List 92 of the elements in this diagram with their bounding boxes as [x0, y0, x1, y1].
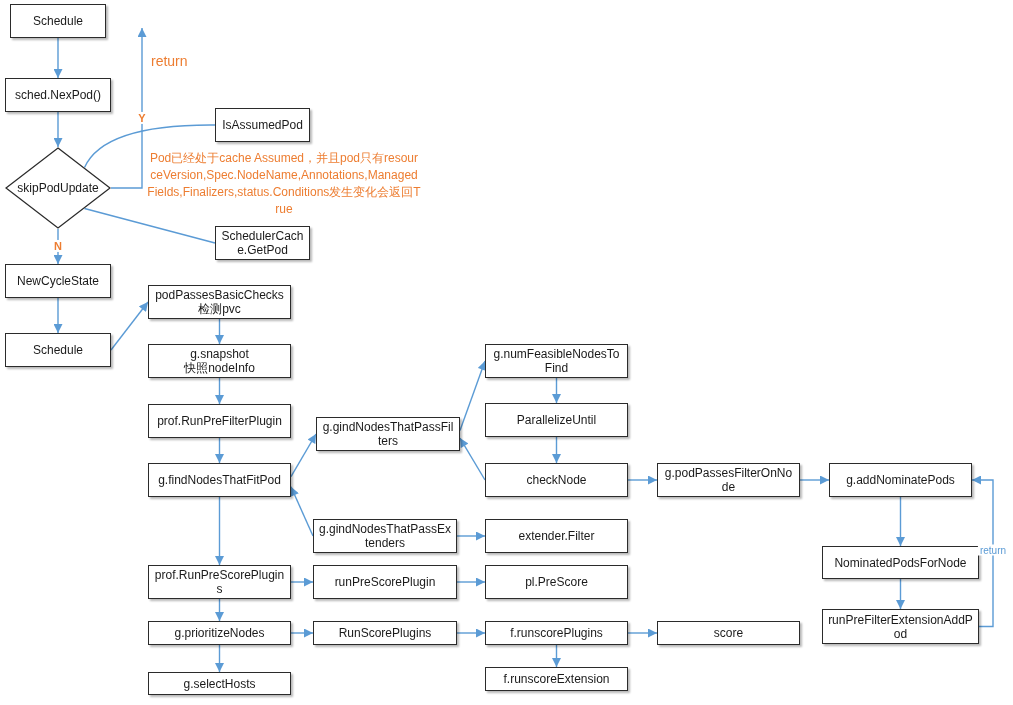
arrow [456, 577, 486, 587]
arrow [215, 318, 224, 345]
process-box [485, 667, 628, 691]
step-label: g.findNodesThatFitPod [158, 473, 281, 487]
edge-label: return [977, 544, 1009, 556]
step-label: g.gindNodesThatPassFilters [321, 420, 455, 448]
step-label: runPreFilterExtensionAddPod [827, 612, 974, 641]
arrow [799, 475, 830, 485]
step-note: 快照nodeInfo [184, 361, 255, 375]
step-label: Schedule [32, 14, 83, 28]
process-box [485, 621, 628, 645]
arrow [456, 628, 486, 638]
process-box [148, 285, 291, 319]
step-label: g.numFeasibleNodesToFind [492, 347, 621, 375]
process-box [485, 463, 628, 497]
step-label: IsAssumedPod [222, 118, 303, 132]
arrow [459, 437, 486, 481]
step-label: g.snapshot [190, 347, 249, 361]
arrow [215, 598, 224, 622]
step-label: sched.NexPod() [14, 88, 101, 102]
step-label: f.runscorePlugins [510, 626, 603, 640]
annotation-text: Pod已经处于cache Assumed，并且pod只有resourceVersion,Spec.NodeName,Annotations,ManagedFields,Finalizers,status.Conditions发生变化会返回True [147, 150, 421, 218]
arrow [896, 578, 905, 610]
arrow [110, 301, 149, 351]
arrow [552, 436, 561, 464]
process-box [5, 333, 111, 367]
process-box [485, 403, 628, 437]
arrow [456, 531, 486, 541]
step-label: podPassesBasicChecks [155, 288, 284, 302]
process-box [657, 463, 800, 497]
process-box [5, 78, 111, 112]
process-box [148, 672, 291, 695]
step-label: checkNode [526, 473, 587, 487]
process-box [822, 546, 979, 579]
arrow [627, 628, 658, 638]
step-label: SchedulerCache.GetPod [220, 229, 305, 257]
step-label: prof.RunPreFilterPlugin [157, 414, 282, 428]
arrow [53, 37, 63, 79]
arrow [290, 577, 314, 587]
arrow [215, 437, 224, 464]
step-label: RunScorePlugins [338, 626, 432, 640]
process-box [148, 463, 291, 497]
step-label: extender.Filter [518, 529, 595, 543]
arrow [627, 475, 658, 485]
process-box [148, 621, 291, 645]
edge-label: Y [136, 111, 148, 125]
arrow [896, 496, 905, 547]
arrow [53, 111, 63, 148]
step-label: prof.RunPreScorePlugins [153, 568, 286, 596]
connector-line [83, 124, 216, 169]
step-note: 检测pvc [198, 302, 241, 316]
process-box [148, 404, 291, 438]
annotation-label: return [151, 53, 189, 69]
arrow [290, 628, 314, 638]
process-box [148, 344, 291, 378]
arrow [290, 486, 314, 537]
step-label: g.podPassesFilterOnNode [663, 466, 794, 494]
arrow [53, 297, 63, 334]
step-label: g.prioritizeNodes [174, 626, 265, 640]
process-box [485, 519, 628, 553]
process-box [10, 4, 106, 38]
process-box [657, 621, 800, 645]
edge-label: N [52, 239, 64, 253]
step-label: NewCycleState [17, 274, 99, 288]
step-label: ParallelizeUntil [516, 413, 597, 427]
arrow [552, 644, 561, 668]
process-box [313, 565, 457, 599]
connector-line [83, 207, 216, 244]
arrow [215, 377, 224, 405]
step-label: Schedule [32, 343, 83, 357]
step-label: f.runscoreExtension [503, 672, 610, 686]
step-label: runPreScorePlugin [334, 575, 436, 589]
process-box [313, 621, 457, 645]
arrow [290, 433, 317, 478]
process-box [215, 108, 310, 142]
step-label: skipPodUpdate [17, 181, 99, 195]
process-box [485, 565, 628, 599]
step-label: g.selectHosts [183, 676, 256, 691]
step-label: pl.PreScore [525, 575, 588, 589]
arrow [552, 377, 561, 404]
process-box [485, 344, 628, 378]
step-label: NominatedPodsForNode [834, 555, 967, 570]
step-label: g.gindNodesThatPassExtenders [318, 522, 452, 550]
arrow [459, 360, 487, 432]
arrow [110, 27, 147, 189]
arrow [215, 644, 224, 673]
arrow [971, 475, 994, 628]
step-label: score [713, 626, 744, 640]
step-label: g.addNominatePods [846, 473, 955, 487]
process-box [5, 264, 111, 298]
arrow [215, 496, 224, 566]
process-box [829, 463, 972, 497]
